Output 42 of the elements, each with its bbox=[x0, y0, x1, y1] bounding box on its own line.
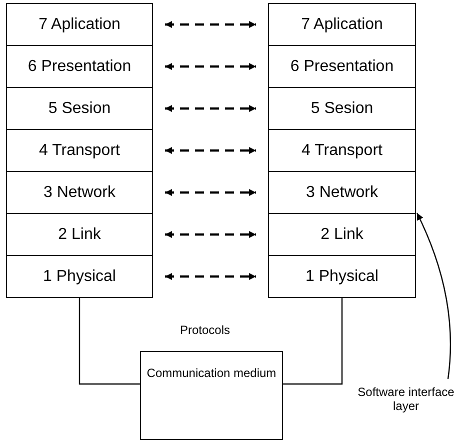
layer-label: 7 Aplication bbox=[301, 16, 383, 34]
protocols-label: Protocols bbox=[180, 323, 230, 337]
layer-box bbox=[268, 45, 416, 88]
layer-label: 4 Transport bbox=[302, 142, 382, 160]
layer-box bbox=[268, 213, 416, 256]
protocol-arrow bbox=[165, 231, 256, 238]
medium-box bbox=[140, 351, 283, 440]
protocol-arrow bbox=[165, 63, 256, 70]
layer-label: 6 Presentation bbox=[290, 58, 394, 76]
curved-arrow bbox=[416, 212, 452, 380]
layer-box bbox=[6, 255, 153, 298]
layer-label: 3 Network bbox=[43, 184, 116, 202]
layer-label: 2 Link bbox=[58, 226, 101, 244]
layer-label: 6 Presentation bbox=[28, 58, 132, 76]
medium-label: Communication medium bbox=[146, 366, 276, 380]
protocol-arrow bbox=[165, 147, 256, 154]
layer-box bbox=[268, 87, 416, 130]
protocol-arrow bbox=[165, 105, 256, 112]
layer-box bbox=[6, 129, 153, 172]
layer-box bbox=[6, 3, 153, 46]
connector-line bbox=[283, 298, 343, 385]
protocol-arrow bbox=[165, 189, 256, 196]
layer-label: 5 Sesion bbox=[310, 100, 374, 118]
layer-label: 7 Aplication bbox=[38, 16, 120, 34]
protocol-arrow bbox=[165, 273, 256, 280]
layer-box bbox=[6, 213, 153, 256]
layer-box bbox=[6, 45, 153, 88]
layer-label: 5 Sesion bbox=[48, 100, 111, 118]
layer-box bbox=[268, 129, 416, 172]
protocol-arrow bbox=[165, 21, 256, 28]
layer-label: 1 Physical bbox=[43, 268, 116, 286]
annotation-text: Software interface layer bbox=[356, 385, 456, 413]
layer-label: 3 Network bbox=[306, 184, 378, 202]
layer-box bbox=[6, 171, 153, 214]
layer-box bbox=[6, 87, 153, 130]
layer-label: 4 Transport bbox=[39, 142, 120, 160]
layer-box bbox=[268, 255, 416, 298]
layer-box bbox=[268, 171, 416, 214]
layer-label: 1 Physical bbox=[306, 268, 378, 286]
connector-line bbox=[78, 298, 140, 385]
layer-box bbox=[268, 3, 416, 46]
layer-label: 2 Link bbox=[320, 226, 364, 244]
